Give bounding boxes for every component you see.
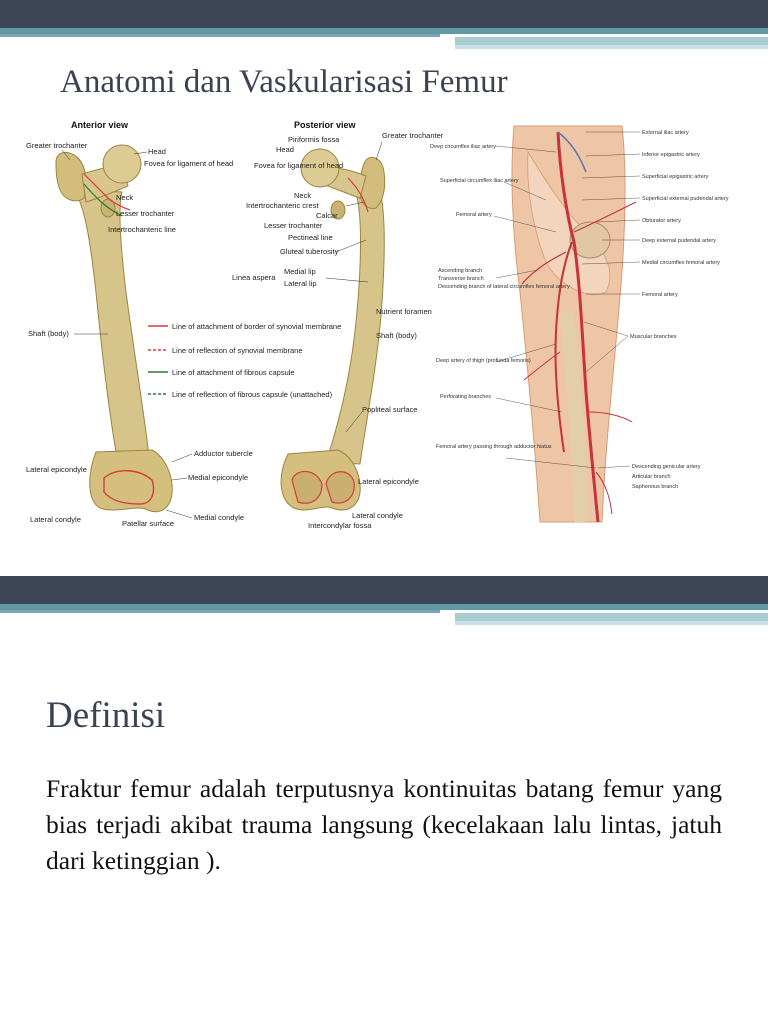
label-popliteal-surface: Popliteal surface	[362, 405, 417, 414]
legend-item-4: Line of reflection of fibrous capsule (u…	[172, 390, 333, 399]
vasc-label-r3: Superficial epigastric artery	[642, 174, 709, 180]
slide-gap	[0, 560, 768, 576]
vasc-label-l2: Superficial circumflex iliac artery	[440, 178, 519, 184]
label-head-post: Head	[276, 145, 294, 154]
label-pectineal-line: Pectineal line	[288, 233, 333, 242]
label-greater-trochanter-post: Greater trochanter	[382, 131, 444, 140]
legend-item-1: Line of attachment of border of synovial…	[172, 322, 341, 331]
definition-body: Fraktur femur adalah terputusnya kontinu…	[46, 774, 722, 875]
header-band-lighter	[455, 45, 768, 49]
posterior-femur-illustration: Posterior view	[280, 120, 386, 511]
vasc-label-r8: Femoral artery	[642, 292, 678, 298]
header-band-teal-2	[0, 604, 768, 610]
vasc-label-l9: Femoral artery passing through adductor …	[436, 444, 552, 450]
legend-item-2: Line of reflection of synovial membrane	[172, 346, 303, 355]
label-lateral-epicondyle-ant: Lateral epicondyle	[26, 465, 87, 474]
label-intertrochanteric-line: Intertrochanteric line	[108, 225, 176, 234]
label-medial-condyle-ant: Medial condyle	[194, 513, 244, 522]
label-lesser-trochanter-ant: Lesser trochanter	[116, 209, 175, 218]
vasc-label-r10: Descending genicular artery	[632, 464, 701, 470]
vasc-label-r4: Superficial external pudendal artery	[642, 196, 729, 202]
vasc-label-l4: Ascending branch	[438, 268, 482, 274]
label-lateral-lip: Lateral lip	[284, 279, 317, 288]
vasc-label-r9: Muscular branches	[630, 334, 677, 340]
label-nutrient-foramen: Nutrient foramen	[376, 307, 432, 316]
header-band-lighter-2	[455, 621, 768, 625]
femur-anatomy-figure: Anterior view Greater trochanter Head Fo…	[26, 112, 748, 532]
slide-definition: Definisi Fraktur femur adalah terputusny…	[0, 576, 768, 1024]
label-piriformis-fossa: Piriformis fossa	[288, 135, 340, 144]
label-fovea-ant: Fovea for ligament of head	[144, 159, 233, 168]
vasc-label-r11: Articular branch	[632, 474, 671, 480]
vasc-label-r7: Medial circumflex femoral artery	[642, 260, 720, 266]
vasc-label-l7: Deep artery of thigh (profunda femoris)	[436, 358, 531, 364]
vasc-label-l6: Descending branch of lateral circumflex …	[438, 284, 570, 290]
label-neck-post: Neck	[294, 191, 311, 200]
label-calcar: Calcar	[316, 211, 338, 220]
label-shaft-ant: Shaft (body)	[28, 329, 69, 338]
label-adductor-tubercle: Adductor tubercle	[194, 449, 253, 458]
figure-legend: Line of attachment of border of synovial…	[148, 322, 341, 399]
anterior-view-heading: Anterior view	[71, 120, 129, 130]
header-band-thin-2	[0, 610, 440, 613]
vasc-label-r2: Inferior epigastric artery	[642, 152, 700, 158]
header-band-teal	[0, 28, 768, 34]
header-band-thin	[0, 34, 440, 37]
label-fovea-post: Fovea for ligament of head	[254, 161, 343, 170]
header-band-dark-2	[0, 576, 768, 604]
label-intertrochanteric-crest: Intertrochanteric crest	[246, 201, 319, 210]
label-lateral-epicondyle-post: Lateral epicondyle	[358, 477, 419, 486]
vascular-labels-left: Deep circumflex iliac artery Superficial…	[430, 144, 597, 469]
posterior-labels: Piriformis fossa Greater trochanter Head…	[232, 131, 444, 530]
vasc-label-l5: Transverse branch	[438, 276, 484, 282]
vasc-label-l8: Perforating branches	[440, 394, 491, 400]
vasc-label-r1: External iliac artery	[642, 130, 689, 136]
header-band-dark	[0, 0, 768, 28]
label-head-ant: Head	[148, 147, 166, 156]
vasc-label-r6: Deep external pudendal artery	[642, 238, 716, 244]
header-band-light	[455, 37, 768, 45]
label-gluteal-tuberosity: Gluteal tuberosity	[280, 247, 339, 256]
label-medial-epicondyle-ant: Medial epicondyle	[188, 473, 248, 482]
label-intercondylar-fossa: Intercondylar fossa	[308, 521, 372, 530]
anterior-labels: Greater trochanter Head Fovea for ligame…	[26, 141, 253, 528]
slide-title: Anatomi dan Vaskularisasi Femur	[60, 64, 508, 100]
vasc-label-r12: Saphenous branch	[632, 484, 678, 490]
vasc-label-l1: Deep circumflex iliac artery	[430, 144, 496, 150]
vasc-label-l3: Femoral artery	[456, 212, 492, 218]
definition-title: Definisi	[46, 695, 166, 736]
label-lateral-condyle-ant: Lateral condyle	[30, 515, 81, 524]
label-greater-trochanter-ant: Greater trochanter	[26, 141, 88, 150]
slide-anatomy: Anatomi dan Vaskularisasi Femur Anterior…	[0, 0, 768, 532]
label-patellar-surface: Patellar surface	[122, 519, 174, 528]
label-shaft-post: Shaft (body)	[376, 331, 417, 340]
anterior-femur-illustration: Anterior view	[55, 120, 173, 513]
posterior-view-heading: Posterior view	[294, 120, 357, 130]
legend-item-3: Line of attachment of fibrous capsule	[172, 368, 295, 377]
label-lateral-condyle-post: Lateral condyle	[352, 511, 403, 520]
label-lesser-trochanter-post: Lesser trochanter	[264, 221, 323, 230]
vascular-labels-right: External iliac artery Inferior epigastri…	[581, 130, 729, 490]
label-medial-lip: Medial lip	[284, 267, 316, 276]
header-band-light-2	[455, 613, 768, 621]
label-neck-ant: Neck	[116, 193, 133, 202]
vasc-label-r5: Obturator artery	[642, 218, 681, 224]
label-linea-aspera: Linea aspera	[232, 273, 276, 282]
vascular-illustration	[511, 125, 637, 523]
